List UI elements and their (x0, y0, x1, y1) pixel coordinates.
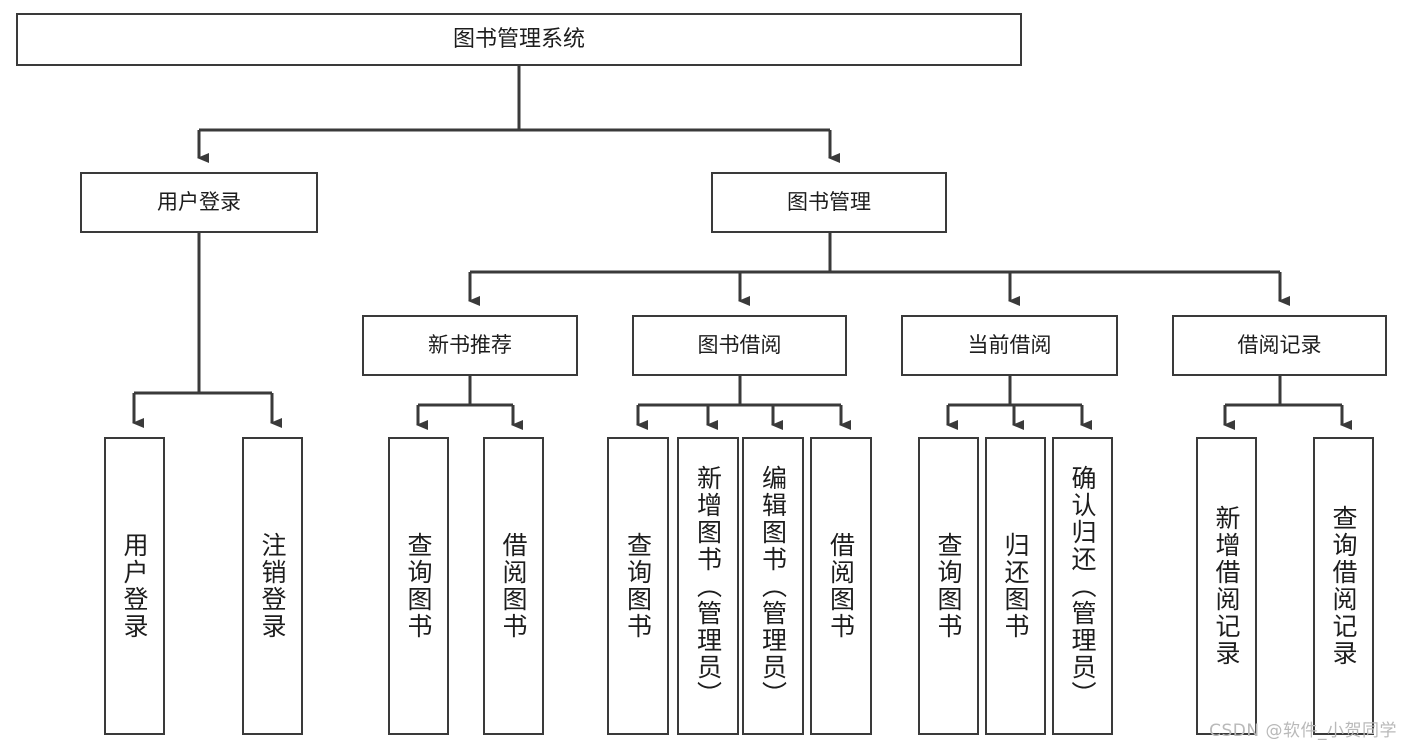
node-label: 查询借阅记录 (1329, 505, 1358, 667)
leaf-current-confirm-return[interactable]: 确认归还（管理员） (1052, 437, 1113, 735)
node-label: 用户登录 (157, 190, 241, 215)
node-label: 图书管理 (787, 190, 871, 215)
leaf-user-login-logout[interactable]: 注销登录 (242, 437, 303, 735)
node-label: 借阅图书 (499, 532, 528, 640)
leaf-current-return-book[interactable]: 归还图书 (985, 437, 1046, 735)
node-borrow-record[interactable]: 借阅记录 (1172, 315, 1387, 376)
node-label: 查询图书 (623, 532, 653, 640)
node-label: 注销登录 (258, 532, 287, 640)
node-label: 借阅记录 (1237, 333, 1322, 358)
leaf-record-query-record[interactable]: 查询借阅记录 (1313, 437, 1374, 735)
node-label: 借阅图书 (826, 532, 856, 640)
node-book-borrow[interactable]: 图书借阅 (632, 315, 847, 376)
node-user-login[interactable]: 用户登录 (80, 172, 318, 233)
node-label: 新书推荐 (428, 333, 512, 358)
node-label: 查询图书 (404, 532, 433, 640)
leaf-current-query-book[interactable]: 查询图书 (918, 437, 979, 735)
leaf-recommend-borrow-book[interactable]: 借阅图书 (483, 437, 544, 735)
leaf-recommend-query-book[interactable]: 查询图书 (388, 437, 449, 735)
node-label: 确认归还（管理员） (1068, 464, 1097, 708)
node-label: 图书借阅 (697, 333, 782, 358)
node-label: 用户登录 (120, 532, 149, 640)
node-label: 新增图书（管理员） (693, 464, 723, 708)
leaf-borrow-borrow-book[interactable]: 借阅图书 (810, 437, 872, 735)
node-label: 归还图书 (1001, 532, 1030, 640)
leaf-borrow-edit-book[interactable]: 编辑图书（管理员） (742, 437, 804, 735)
leaf-borrow-query-book[interactable]: 查询图书 (607, 437, 669, 735)
leaf-user-login-login[interactable]: 用户登录 (104, 437, 165, 735)
node-label: 图书管理系统 (452, 26, 585, 52)
node-label: 编辑图书（管理员） (758, 464, 788, 708)
leaf-record-add-record[interactable]: 新增借阅记录 (1196, 437, 1257, 735)
node-current-borrow[interactable]: 当前借阅 (901, 315, 1118, 376)
node-book-management[interactable]: 图书管理 (711, 172, 947, 233)
leaf-borrow-add-book[interactable]: 新增图书（管理员） (677, 437, 739, 735)
node-label: 新增借阅记录 (1212, 505, 1241, 667)
node-new-book-recommend[interactable]: 新书推荐 (362, 315, 578, 376)
node-label: 当前借阅 (967, 333, 1052, 358)
node-label: 查询图书 (934, 532, 963, 640)
node-root-system[interactable]: 图书管理系统 (16, 13, 1022, 66)
